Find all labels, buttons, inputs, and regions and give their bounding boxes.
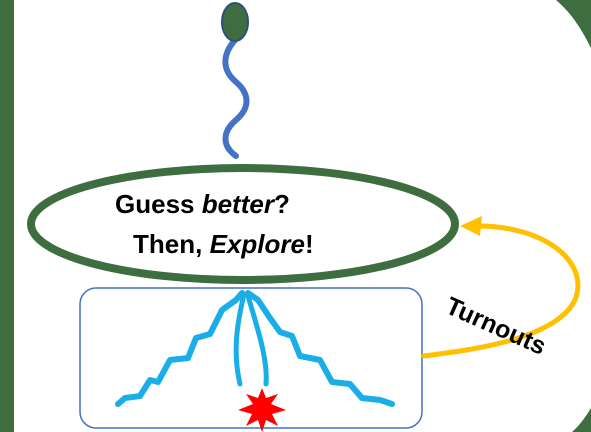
arrowhead-icon	[460, 216, 482, 236]
ellipse-line1-end: ?	[274, 189, 290, 219]
ellipse-text-line1: Guess better?	[115, 189, 290, 219]
sperm-icon	[222, 3, 248, 156]
sperm-head	[222, 3, 248, 41]
frame-left-bar	[0, 0, 14, 432]
frame-top-right	[556, 0, 591, 48]
ellipse-line2-start: Then,	[133, 229, 210, 259]
ellipse-text-line2: Then, Explore!	[133, 229, 314, 259]
ellipse-line2-end: !	[305, 229, 314, 259]
guess-ellipse	[31, 168, 455, 280]
ellipse-line1-emphasis: better	[202, 189, 276, 219]
frame-bottom-right	[572, 408, 591, 432]
ellipse-line2-emphasis: Explore	[210, 229, 305, 259]
sperm-tail	[225, 40, 246, 156]
ellipse-line1-start: Guess	[115, 189, 202, 219]
